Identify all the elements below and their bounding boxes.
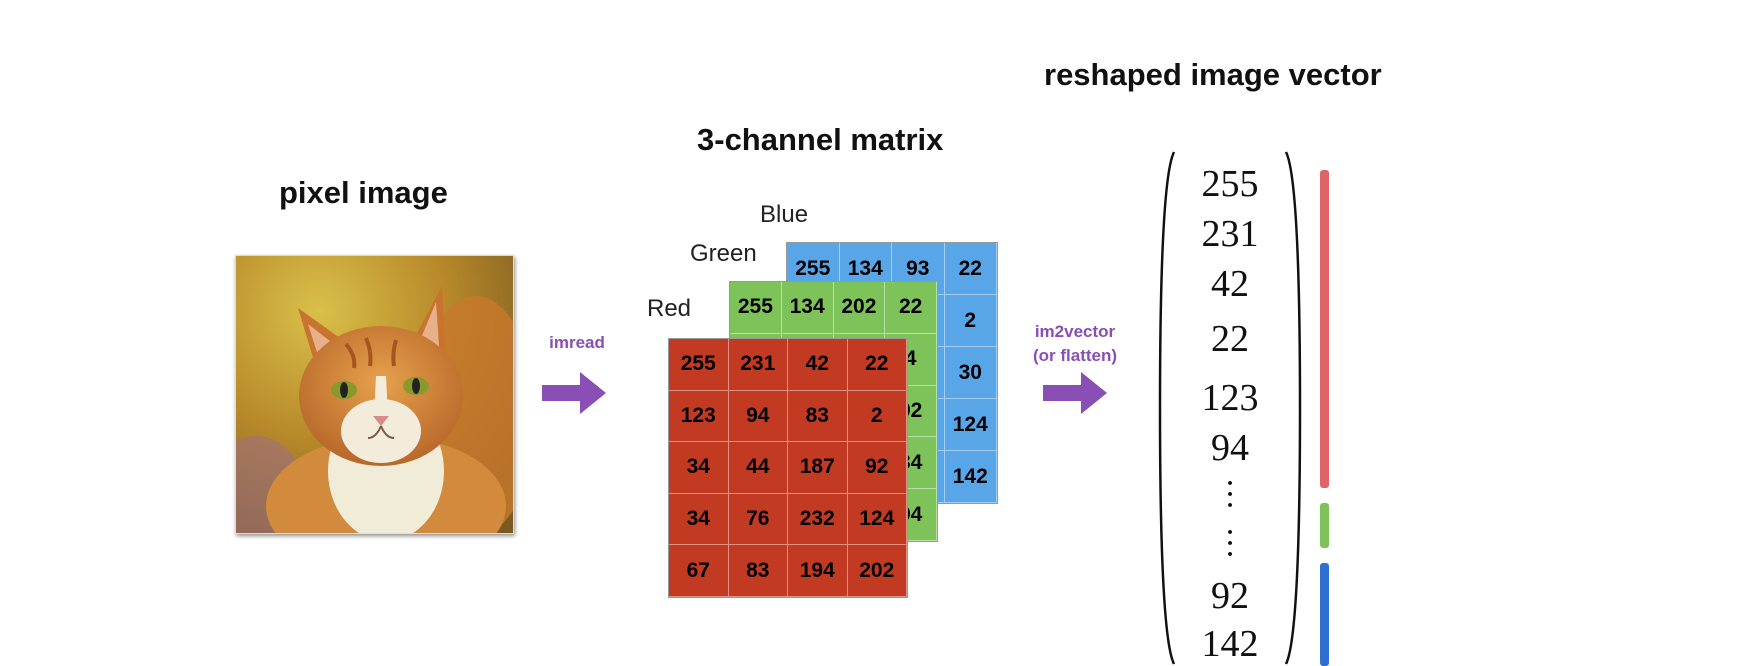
pixel-image-title: pixel image — [279, 175, 448, 210]
vertical-ellipsis-icon: ··· — [1224, 514, 1236, 573]
red-matrix-cell: 194 — [788, 545, 848, 597]
red-matrix-cell: 34 — [669, 442, 729, 494]
red-matrix-cell: 83 — [788, 390, 848, 443]
red-matrix-cell: 34 — [669, 493, 729, 546]
red-matrix-cell: 92 — [847, 442, 907, 494]
red-matrix-cell: 123 — [669, 390, 729, 443]
red-matrix-cell: 231 — [728, 339, 788, 391]
red-matrix-cell: 67 — [669, 545, 729, 597]
green-channel-bar — [1320, 503, 1329, 548]
vector-value: 142 — [1201, 623, 1259, 665]
left-paren — [1158, 151, 1176, 665]
vector-brackets — [1158, 151, 1302, 665]
red-matrix-cell: 255 — [669, 339, 729, 391]
im2vector-label-line2: (or flatten) — [1032, 346, 1118, 365]
red-matrix-cell: 42 — [788, 339, 848, 391]
im2vector-label: im2vector (or flatten) — [1025, 320, 1125, 368]
cat-illustration — [236, 256, 513, 533]
green-matrix-cell: 22 — [885, 282, 937, 334]
blue-matrix-cell: 2 — [944, 295, 997, 347]
red-matrix-cell: 94 — [728, 390, 788, 443]
imread-label: imread — [549, 333, 605, 352]
red-channel-label: Red — [647, 295, 692, 322]
red-matrix-cell: 202 — [847, 545, 907, 597]
blue-matrix-cell: 124 — [944, 399, 997, 451]
vector-value: 123 — [1201, 377, 1259, 419]
red-matrix-cell: 83 — [728, 545, 788, 597]
red-channel-bar — [1320, 170, 1329, 488]
right-paren — [1284, 151, 1302, 665]
imread-arrow-icon — [542, 372, 606, 414]
matrix-title: 3-channel matrix — [697, 122, 944, 157]
vector-title: reshaped image vector — [1044, 57, 1382, 92]
im2vector-arrow-icon — [1043, 372, 1107, 414]
vector-value: 94 — [1211, 427, 1249, 469]
cat-photo — [235, 255, 514, 534]
blue-matrix-cell: 30 — [944, 347, 997, 399]
green-matrix-cell: 255 — [730, 282, 782, 334]
green-matrix-cell: 134 — [781, 282, 834, 334]
blue-channel-label: Blue — [760, 201, 809, 228]
vector-value: 92 — [1211, 575, 1249, 617]
blue-matrix-cell: 22 — [944, 243, 997, 295]
green-matrix-cell: 4 — [885, 333, 937, 386]
red-matrix-cell: 232 — [788, 493, 848, 546]
vector-value: 42 — [1211, 263, 1249, 305]
green-matrix-cell: 202 — [833, 282, 886, 334]
red-matrix-cell: 124 — [847, 493, 907, 546]
blue-channel-bar — [1320, 563, 1329, 666]
red-matrix-cell: 22 — [847, 339, 907, 391]
vertical-ellipsis-icon: ··· — [1224, 465, 1236, 524]
red-matrix-cell: 44 — [728, 442, 788, 494]
blue-matrix-cell: 142 — [944, 451, 997, 503]
red-matrix-cell: 2 — [847, 390, 907, 443]
vector-value: 255 — [1201, 163, 1259, 205]
vector-value: 231 — [1201, 213, 1259, 255]
red-matrix-cell: 187 — [788, 442, 848, 494]
green-channel-label: Green — [690, 240, 757, 267]
vector-value: 22 — [1211, 318, 1249, 360]
im2vector-label-line1: im2vector — [1034, 322, 1116, 341]
red-matrix-cell: 76 — [728, 493, 788, 546]
